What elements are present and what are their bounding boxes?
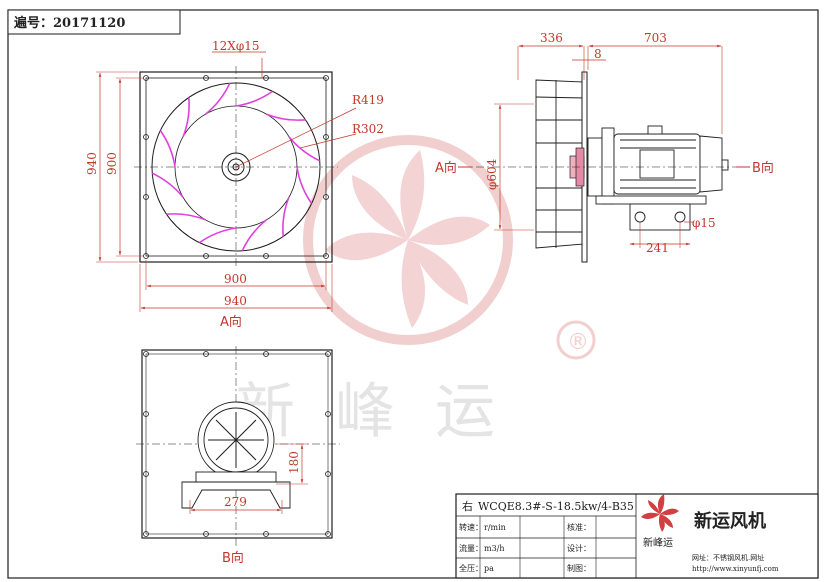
side-view: 336 8 703 φ604 A向 B向 241 φ15 (435, 31, 774, 263)
impeller-blades (151, 82, 321, 252)
shaft (232, 163, 240, 171)
view-label-a: A向 (220, 314, 242, 330)
model-number: WCQE8.3#-S-18.5kw/4-B35 (478, 500, 634, 513)
dim-940-horizontal: 940 (224, 294, 247, 308)
bottom-motor-fins (208, 412, 264, 468)
dim-336: 336 (540, 31, 563, 45)
row-pressure-label: 全压： (459, 563, 483, 573)
dim-phi15: φ15 (692, 216, 716, 230)
logo-text: 新峰运 (643, 536, 673, 549)
impeller-blade (282, 197, 290, 237)
impeller-blade (159, 130, 176, 168)
drawing-number: 遍号：20171120 (13, 15, 125, 31)
hub-outer (221, 152, 251, 182)
watermark-text: 新峰运 (235, 377, 535, 447)
impeller-blade (151, 172, 184, 199)
dim-703: 703 (644, 31, 667, 45)
impeller-blade (235, 90, 273, 107)
impeller-blade (182, 97, 190, 137)
row-design-label: 设计： (567, 543, 591, 553)
bottom-view: 279 180 B向 (136, 346, 340, 566)
impeller-blade (199, 227, 237, 244)
watermark-logo: ® 新峰运 (235, 135, 596, 447)
row-speed-label: 转速： (459, 522, 483, 532)
impeller-blade (296, 166, 313, 204)
impeller-blade (266, 113, 306, 121)
impeller-blade (204, 82, 231, 115)
dim-279: 279 (224, 495, 247, 509)
row-approve-label: 核准： (567, 522, 591, 532)
impeller-blade (166, 213, 206, 221)
dim-phi604: φ604 (485, 158, 499, 190)
side-label-b: B向 (752, 160, 774, 176)
impeller-outer-circle (151, 82, 321, 252)
dim-900-vertical: 900 (105, 152, 119, 175)
dim-8: 8 (594, 47, 602, 61)
impeller-blade (288, 135, 321, 162)
side-base (595, 195, 707, 231)
title-block: 右 WCQE8.3#-S-18.5kw/4-B35 转速： r/min 核准： … (455, 493, 819, 579)
bolt-holes-label: 12Xφ15 (212, 39, 259, 53)
impeller-blade (241, 219, 268, 252)
dim-241: 241 (646, 241, 669, 255)
website-url: http://www.xinyunfj.com (692, 565, 779, 573)
model-prefix: 右 (462, 499, 473, 513)
row-flow-label: 流量： (459, 543, 483, 553)
row-flow-unit: m3/h (484, 544, 505, 553)
view-label-b: B向 (222, 550, 244, 566)
hub-inner (227, 158, 245, 176)
front-view: 12Xφ15 R419 R302 940 900 900 940 A向 (85, 39, 384, 330)
row-speed-unit: r/min (484, 523, 506, 532)
inner-radius-label: R302 (352, 122, 384, 136)
dim-940-vertical: 940 (85, 152, 99, 175)
side-motor (613, 125, 729, 195)
company-name: 新运风机 (694, 510, 766, 532)
side-label-a: A向 (435, 160, 457, 176)
row-drawn-label: 制图： (567, 563, 591, 573)
row-pressure-unit: pa (484, 564, 494, 573)
website-line: 网址：不锈钢风机.网址 (692, 553, 764, 562)
outer-radius-label: R419 (352, 93, 384, 107)
dim-900-horizontal: 900 (224, 272, 247, 286)
dim-180: 180 (287, 451, 301, 474)
drawing-number-box: 遍号：20171120 (7, 9, 181, 35)
drawing-border (7, 9, 819, 579)
registered-mark: ® (567, 330, 589, 355)
company-logo: 新峰运 (641, 494, 679, 549)
